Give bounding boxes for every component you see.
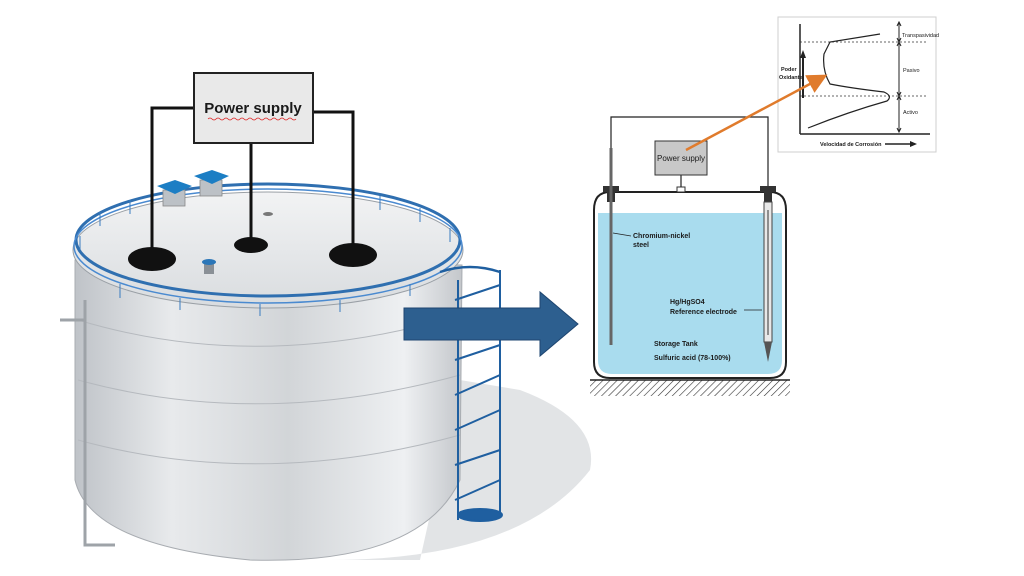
tank-wires: [150, 106, 355, 248]
tank-power-supply-box: [193, 72, 314, 144]
spellcheck-underline: [207, 117, 297, 121]
side-pipe: [60, 300, 115, 547]
electrochemical-cell-diagram: Power supply Chromium-nickel steel Hg/Hg…: [590, 116, 790, 396]
storage-tank-illustration: Power supply: [60, 72, 592, 561]
cell-power-supply-label: Power supply: [657, 154, 705, 163]
region-top-label: Transpasividad: [902, 33, 939, 39]
tank-label: Storage Tank: [654, 341, 698, 348]
tank-power-supply-label: Power supply: [204, 100, 302, 117]
acid-liquid: [598, 213, 782, 374]
polarization-graph-inset: Transpasividad Pasivo Activo Poder Oxida…: [777, 16, 939, 153]
region-bottom-label: Activo: [903, 110, 918, 116]
polarization-curve: [807, 33, 890, 129]
roof-valve: [202, 259, 216, 274]
ground-hatch: [590, 380, 790, 396]
region-middle-label: Pasivo: [903, 68, 920, 74]
roof-vent-right: [194, 170, 229, 197]
electrode-left: [128, 247, 176, 271]
steel-pointer: [612, 232, 632, 237]
steel-label-line2: steel: [633, 242, 649, 249]
transition-arrow: [403, 290, 579, 358]
cell-power-supply-box: [654, 140, 708, 176]
roof-vent-left: [157, 180, 192, 207]
tank-railing-lower: [73, 188, 463, 304]
cell-wires: [610, 116, 769, 187]
acid-label: Sulfuric acid (78-100%): [654, 355, 731, 362]
graph-y-label-line1: Poder: [781, 67, 797, 73]
tank-body: [74, 259, 463, 561]
railing-posts: [79, 192, 451, 316]
graph-x-label: Velocidad de Corrosión: [820, 142, 882, 148]
tank-roof: [72, 191, 464, 309]
reference-electrode: [763, 201, 773, 362]
reference-label-line1: Hg/HgSO4: [670, 299, 705, 306]
orange-connector-arrow: [685, 74, 828, 152]
roof-fitting: [263, 212, 273, 216]
graph-y-label-line2: Oxidante: [779, 75, 803, 81]
region-bracket: [896, 20, 902, 134]
graph-frame: [777, 16, 937, 153]
tank-railing: [74, 182, 462, 298]
steel-label-line1: Chromium-nickel: [633, 233, 690, 240]
reference-label-line2: Reference electrode: [670, 309, 737, 316]
electrode-center: [234, 237, 268, 253]
electrode-right: [329, 243, 377, 267]
